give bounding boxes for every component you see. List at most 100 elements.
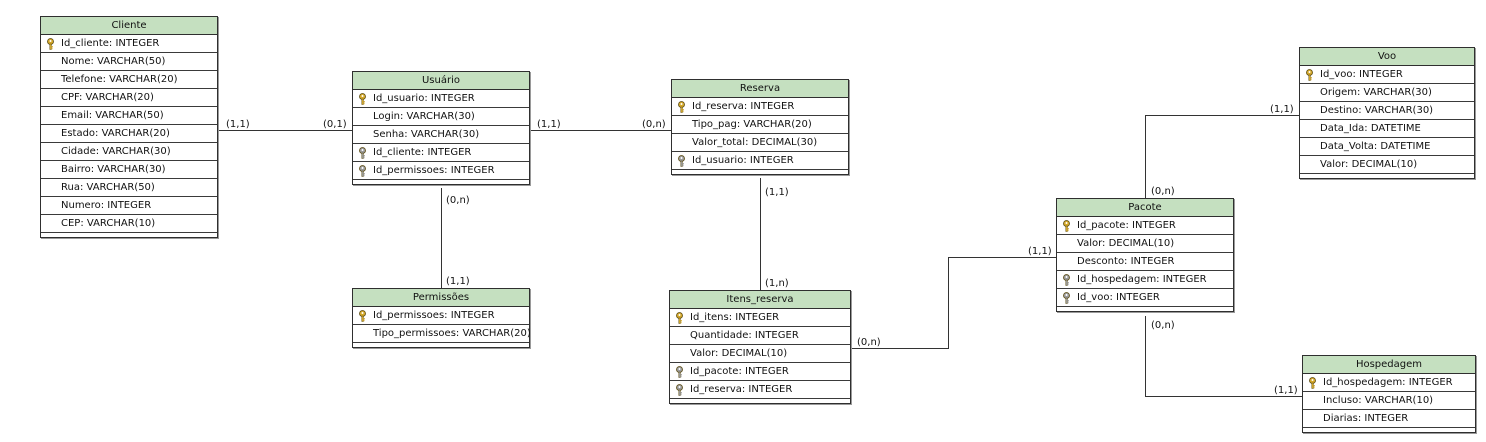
- attribute-row[interactable]: Data_Ida: DATETIME: [1300, 120, 1474, 138]
- attribute-row[interactable]: CEP: VARCHAR(10): [41, 215, 217, 233]
- foreign-key-icon: [675, 366, 684, 378]
- attribute-row[interactable]: Tipo_permissoes: VARCHAR(20): [353, 325, 531, 343]
- attribute-row[interactable]: Senha: VARCHAR(30): [353, 126, 529, 144]
- attribute-list: Id_reserva: INTEGER Tipo_pag: VARCHAR(20)…: [672, 98, 848, 170]
- entity-footer: [1057, 307, 1233, 311]
- attribute-row[interactable]: Quantidade: INTEGER: [670, 327, 850, 345]
- attribute-row[interactable]: Cidade: VARCHAR(30): [41, 143, 217, 161]
- attribute-label: Valor_total: DECIMAL(30): [692, 137, 818, 148]
- attribute-row[interactable]: Desconto: INTEGER: [1057, 253, 1233, 271]
- attribute-row[interactable]: Id_pacote: INTEGER: [670, 363, 850, 381]
- attribute-list: Id_usuario: INTEGER Login: VARCHAR(30) Sen…: [353, 90, 529, 180]
- attribute-row[interactable]: Data_Volta: DATETIME: [1300, 138, 1474, 156]
- entity-voo[interactable]: Voo Id_voo: INTEGER Origem: VARCHAR(30)De…: [1299, 47, 1475, 179]
- attribute-label: Valor: DECIMAL(10): [690, 348, 788, 359]
- attribute-label: Id_pacote: INTEGER: [690, 366, 789, 377]
- attribute-row[interactable]: Rua: VARCHAR(50): [41, 179, 217, 197]
- attribute-label: Id_usuario: INTEGER: [373, 93, 475, 104]
- attribute-label: Data_Volta: DATETIME: [1320, 141, 1431, 152]
- attribute-label: Id_cliente: INTEGER: [373, 147, 472, 158]
- attribute-row[interactable]: Valor: DECIMAL(10): [1300, 156, 1474, 174]
- attribute-label: CEP: VARCHAR(10): [61, 218, 156, 229]
- attribute-row[interactable]: Estado: VARCHAR(20): [41, 125, 217, 143]
- attribute-label: Cidade: VARCHAR(30): [61, 146, 171, 157]
- attribute-row[interactable]: Id_itens: INTEGER: [670, 309, 850, 327]
- cardinality-label: (0,n): [446, 195, 470, 206]
- attribute-label: Id_hospedagem: INTEGER: [1077, 274, 1207, 285]
- attribute-label: Tipo_pag: VARCHAR(20): [692, 119, 812, 130]
- attribute-label: Id_voo: INTEGER: [1320, 69, 1403, 80]
- cardinality-label: (1,1): [1028, 246, 1052, 257]
- attribute-row[interactable]: Id_reserva: INTEGER: [670, 381, 850, 399]
- attribute-row[interactable]: Id_voo: INTEGER: [1300, 66, 1474, 84]
- entity-permissoes[interactable]: Permissões Id_permissoes: INTEGER Tipo_pe…: [352, 288, 531, 348]
- attribute-row[interactable]: Email: VARCHAR(50): [41, 107, 217, 125]
- attribute-label: Numero: INTEGER: [61, 200, 152, 211]
- attribute-row[interactable]: Id_permissoes: INTEGER: [353, 307, 529, 325]
- attribute-row[interactable]: Id_cliente: INTEGER: [353, 144, 529, 162]
- attribute-row[interactable]: Valor: DECIMAL(10): [1057, 235, 1233, 253]
- entity-reserva[interactable]: Reserva Id_reserva: INTEGER Tipo_pag: VAR…: [671, 79, 849, 175]
- attribute-row[interactable]: Incluso: VARCHAR(10): [1303, 392, 1475, 410]
- attribute-row[interactable]: Id_hospedagem: INTEGER: [1303, 374, 1475, 392]
- attribute-row[interactable]: Numero: INTEGER: [41, 197, 217, 215]
- attribute-row[interactable]: Diarias: INTEGER: [1303, 410, 1475, 428]
- attribute-label: Desconto: INTEGER: [1077, 256, 1175, 267]
- attribute-label: Tipo_permissoes: VARCHAR(20): [373, 328, 531, 339]
- foreign-key-icon: [677, 155, 686, 167]
- attribute-row[interactable]: Id_hospedagem: INTEGER: [1057, 271, 1233, 289]
- cardinality-label: (0,n): [1151, 320, 1175, 331]
- entity-title: Permissões: [353, 289, 529, 307]
- attribute-list: Id_voo: INTEGER Origem: VARCHAR(30)Destin…: [1300, 66, 1474, 174]
- attribute-row[interactable]: Destino: VARCHAR(30): [1300, 102, 1474, 120]
- entity-title: Voo: [1300, 48, 1474, 66]
- cardinality-label: (1,1): [1270, 104, 1294, 115]
- foreign-key-icon: [358, 165, 367, 177]
- attribute-row[interactable]: Tipo_pag: VARCHAR(20): [672, 116, 848, 134]
- attribute-label: Telefone: VARCHAR(20): [61, 74, 178, 85]
- attribute-label: Id_voo: INTEGER: [1077, 292, 1160, 303]
- cardinality-label: (0,1): [323, 119, 347, 130]
- attribute-row[interactable]: Id_usuario: INTEGER: [672, 152, 848, 170]
- key-icon: [358, 93, 367, 105]
- entity-footer: [353, 343, 529, 347]
- entity-title: Pacote: [1057, 199, 1233, 217]
- cardinality-label: (1,1): [226, 119, 250, 130]
- entity-usuario[interactable]: Usuário Id_usuario: INTEGER Login: VARCHA…: [352, 71, 530, 185]
- attribute-row[interactable]: Id_usuario: INTEGER: [353, 90, 529, 108]
- attribute-row[interactable]: Telefone: VARCHAR(20): [41, 71, 217, 89]
- entity-title: Usuário: [353, 72, 529, 90]
- attribute-row[interactable]: Id_reserva: INTEGER: [672, 98, 848, 116]
- attribute-row[interactable]: Origem: VARCHAR(30): [1300, 84, 1474, 102]
- attribute-label: Id_permissoes: INTEGER: [373, 310, 495, 321]
- attribute-row[interactable]: Id_pacote: INTEGER: [1057, 217, 1233, 235]
- attribute-label: Login: VARCHAR(30): [373, 111, 475, 122]
- attribute-row[interactable]: Login: VARCHAR(30): [353, 108, 529, 126]
- attribute-row[interactable]: Id_permissoes: INTEGER: [353, 162, 529, 180]
- entity-footer: [353, 180, 529, 184]
- attribute-row[interactable]: Bairro: VARCHAR(30): [41, 161, 217, 179]
- cardinality-label: (1,n): [765, 278, 789, 289]
- cardinality-label: (1,1): [765, 187, 789, 198]
- key-icon: [1062, 220, 1071, 232]
- entity-footer: [670, 399, 850, 403]
- attribute-row[interactable]: Nome: VARCHAR(50): [41, 53, 217, 71]
- entity-title: Cliente: [41, 17, 217, 35]
- attribute-row[interactable]: CPF: VARCHAR(20): [41, 89, 217, 107]
- attribute-label: Data_Ida: DATETIME: [1320, 123, 1421, 134]
- foreign-key-icon: [1062, 274, 1071, 286]
- attribute-row[interactable]: Valor_total: DECIMAL(30): [672, 134, 848, 152]
- attribute-row[interactable]: Valor: DECIMAL(10): [670, 345, 850, 363]
- attribute-row[interactable]: Id_cliente: INTEGER: [41, 35, 217, 53]
- attribute-label: Id_itens: INTEGER: [690, 312, 780, 323]
- cardinality-label: (1,1): [537, 119, 561, 130]
- attribute-row[interactable]: Id_voo: INTEGER: [1057, 289, 1233, 307]
- cardinality-label: (0,n): [1151, 186, 1175, 197]
- entity-title: Reserva: [672, 80, 848, 98]
